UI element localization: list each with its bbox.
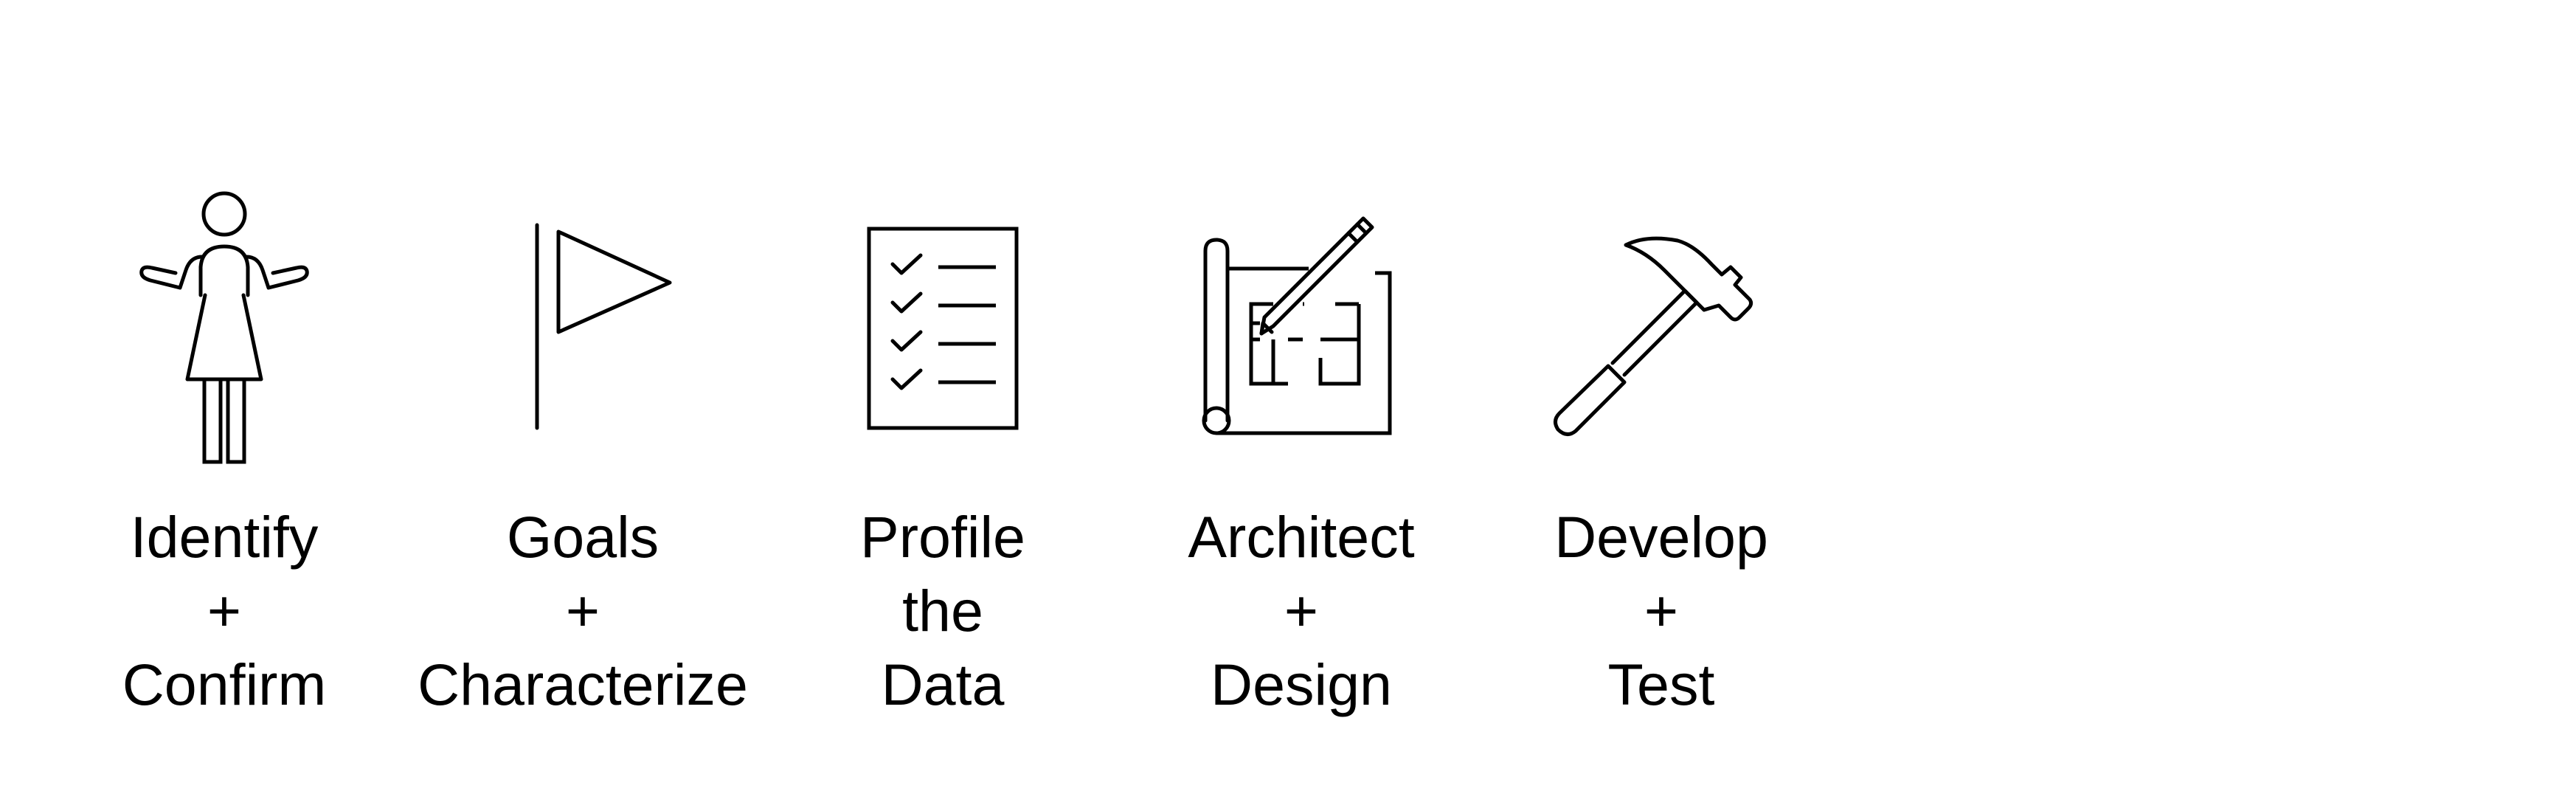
label-line: Design	[1211, 652, 1392, 717]
label-line: +	[1284, 578, 1319, 643]
step-label-identify: Identify + Confirm	[25, 500, 423, 722]
person-shrug-icon	[114, 184, 335, 472]
label-line: Develop	[1554, 504, 1768, 570]
label-line: Architect	[1188, 504, 1415, 570]
step-label-goals: Goals + Characterize	[384, 500, 782, 722]
step-label-develop: Develop + Test	[1462, 500, 1860, 722]
label-line: +	[1644, 578, 1679, 643]
label-line: Profile	[860, 504, 1025, 570]
label-line: +	[207, 578, 242, 643]
label-line: +	[565, 578, 600, 643]
label-line: Confirm	[122, 652, 327, 717]
hammer-icon	[1551, 184, 1772, 472]
blueprint-pencil-icon	[1191, 184, 1412, 472]
label-line: Data	[881, 652, 1005, 717]
label-line: the	[902, 578, 983, 643]
step-label-architect: Architect + Design	[1102, 500, 1500, 722]
checklist-icon	[832, 184, 1053, 472]
step-label-profile: Profile the Data	[744, 500, 1142, 722]
label-line: Identify	[130, 504, 319, 570]
label-line: Characterize	[418, 652, 748, 717]
label-line: Goals	[506, 504, 659, 570]
label-line: Test	[1607, 652, 1715, 717]
flag-icon	[472, 184, 693, 472]
